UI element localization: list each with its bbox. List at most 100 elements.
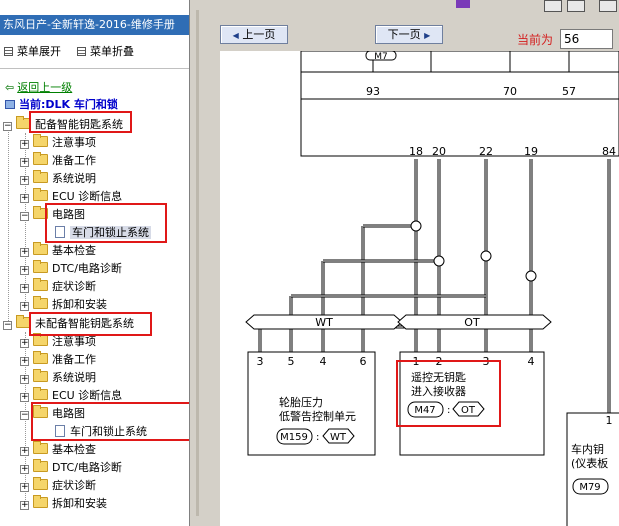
svg-text:70: 70 [503, 85, 517, 98]
tree-node[interactable]: +准备工作 [20, 152, 96, 167]
collapse-icon[interactable]: − [20, 410, 29, 420]
unit3-name: (仪表板 [571, 456, 608, 470]
collapse-icon[interactable]: − [3, 121, 12, 131]
svg-text:57: 57 [562, 85, 576, 98]
highlight-box [45, 203, 167, 243]
prev-page-button[interactable]: ◀ 上一页 [220, 25, 288, 44]
svg-text:6: 6 [360, 355, 367, 368]
svg-text:1: 1 [606, 414, 613, 427]
collapse-icon[interactable]: − [3, 320, 12, 330]
collapse-menu-button[interactable]: 菜单折叠 [77, 44, 134, 60]
tree-node[interactable]: +症状诊断 [20, 477, 96, 492]
svg-text:84: 84 [602, 145, 616, 158]
folder-icon [33, 333, 48, 346]
ot-connector-label: OT [464, 316, 480, 329]
collapse-icon[interactable]: − [20, 211, 29, 221]
folder-icon [33, 134, 48, 147]
svg-text::: : [447, 405, 450, 416]
current-page-label: 当前为 [517, 33, 554, 47]
tree-node[interactable]: +DTC/电路诊断 [20, 260, 122, 275]
folder-icon [33, 296, 48, 309]
unit1-tag: WT [330, 432, 347, 443]
tree-node[interactable]: +基本检查 [20, 242, 96, 257]
unit2-name: 进入接收器 [411, 384, 466, 398]
svg-text:5: 5 [288, 355, 295, 368]
next-page-button[interactable]: 下一页 ▶ [375, 25, 443, 44]
triangle-left-icon: ◀ [232, 31, 239, 40]
expand-menu-button[interactable]: 菜单展开 [4, 44, 61, 60]
toolbar-icon[interactable] [567, 0, 585, 12]
tree-node[interactable]: +准备工作 [20, 351, 96, 366]
current-location: 当前:DLK 车门和锁 [5, 97, 118, 113]
folder-icon [33, 278, 48, 291]
expand-icon[interactable]: + [20, 265, 29, 275]
svg-text:93: 93 [366, 85, 380, 98]
expand-icon[interactable]: + [20, 392, 29, 402]
tree-node[interactable]: +症状诊断 [20, 278, 96, 293]
tree-node[interactable]: +ECU 诊断信息 [20, 188, 123, 203]
tree-leaf-selected[interactable]: 车门和锁止系统 [55, 224, 151, 241]
folder-icon [33, 387, 48, 400]
tree-leaf[interactable]: 车门和锁止系统 [55, 423, 147, 440]
svg-text::: : [316, 432, 319, 443]
svg-text:4: 4 [320, 355, 327, 368]
tree-node[interactable]: +注意事项 [20, 134, 96, 149]
folder-open-icon [33, 405, 48, 418]
panel-splitter[interactable] [190, 0, 206, 526]
svg-text:19: 19 [524, 145, 538, 158]
unit3-name: 车内钥 [571, 442, 604, 456]
tree-node[interactable]: +DTC/电路诊断 [20, 459, 122, 474]
unit1-name: 轮胎压力 [279, 395, 323, 409]
wt-connector-label: WT [315, 316, 333, 329]
tree-node-root1[interactable]: −配备智能钥匙系统 [3, 116, 123, 131]
tree-line [8, 123, 9, 323]
computer-icon [5, 100, 15, 109]
unit2-connector: M47 [414, 405, 435, 416]
expand-icon[interactable]: + [20, 193, 29, 203]
menu-icon [77, 47, 86, 56]
expand-icon[interactable]: + [20, 283, 29, 293]
expand-icon[interactable]: + [20, 446, 29, 456]
expand-icon[interactable]: + [20, 338, 29, 348]
expand-icon[interactable]: + [20, 500, 29, 510]
tree-node[interactable]: −电路图 [20, 405, 85, 420]
toolbar-icon[interactable] [544, 0, 562, 12]
tree-node-root2[interactable]: −未配备智能钥匙系统 [3, 315, 134, 330]
toolbar-icon[interactable] [599, 0, 617, 12]
folder-icon [33, 260, 48, 273]
expand-icon[interactable]: + [20, 175, 29, 185]
highlight-box [396, 360, 501, 427]
expand-icon[interactable]: + [20, 482, 29, 492]
expand-icon[interactable]: + [20, 247, 29, 257]
unit2-tag: OT [461, 405, 476, 416]
highlight-box [29, 111, 132, 133]
tree-node[interactable]: +ECU 诊断信息 [20, 387, 123, 402]
svg-text:20: 20 [432, 145, 446, 158]
folder-icon [33, 351, 48, 364]
expand-icon[interactable]: + [20, 157, 29, 167]
tree-node[interactable]: +拆卸和安装 [20, 495, 107, 510]
folder-icon [33, 188, 48, 201]
menu-toolbar: 菜单展开 菜单折叠 [0, 42, 189, 62]
highlight-box [29, 312, 152, 336]
unit3-connector: M79 [579, 482, 600, 493]
tree-node[interactable]: +基本检查 [20, 441, 96, 456]
navigation-panel: 东风日产-全新轩逸-2016-维修手册 菜单展开 菜单折叠 ⇦返回上一级 当前:… [0, 0, 190, 526]
folder-icon [33, 459, 48, 472]
folder-icon [33, 369, 48, 382]
tree-node[interactable]: +系统说明 [20, 170, 96, 185]
page-number-input[interactable] [560, 29, 613, 49]
expand-icon[interactable]: + [20, 356, 29, 366]
folder-icon [33, 242, 48, 255]
back-link[interactable]: ⇦返回上一级 [5, 81, 73, 94]
wiring-diagram: M7 93 70 57 18 20 22 19 84 [220, 51, 619, 526]
divider [0, 68, 189, 69]
tree-node[interactable]: +系统说明 [20, 369, 96, 384]
expand-icon[interactable]: + [20, 301, 29, 311]
tree-node[interactable]: −电路图 [20, 206, 85, 221]
tree-node[interactable]: +拆卸和安装 [20, 296, 107, 311]
expand-icon[interactable]: + [20, 464, 29, 474]
expand-icon[interactable]: + [20, 374, 29, 384]
svg-text:3: 3 [257, 355, 264, 368]
expand-icon[interactable]: + [20, 139, 29, 149]
